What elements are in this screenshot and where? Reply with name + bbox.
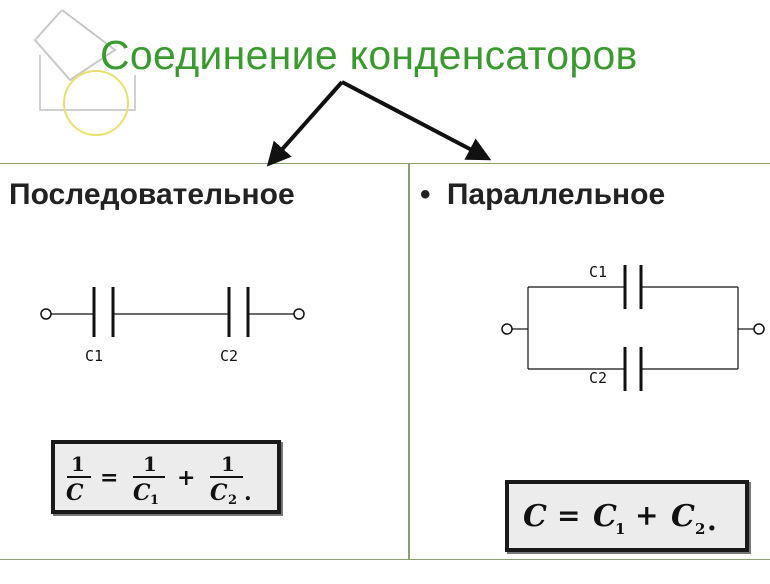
- series-heading: Последовательное: [9, 178, 295, 211]
- c2-label: C2: [220, 347, 238, 365]
- formula-t2-sub: 2: [228, 493, 237, 508]
- terminal-right: [293, 308, 305, 320]
- arrow-right-icon: [341, 80, 492, 161]
- terminal-left: [501, 323, 513, 335]
- formula-t2-num: 1: [221, 452, 235, 476]
- parallel-circuit: C1 C2: [501, 263, 765, 391]
- c2-label: C2: [589, 369, 607, 387]
- formula-lhs-den: C: [66, 480, 84, 506]
- formula-t1-num: 1: [143, 452, 157, 476]
- parallel-heading: • Параллельное: [420, 178, 665, 212]
- formula-t2-den: C: [210, 480, 228, 506]
- series-formula-box: 1 C = 1 C 1 + 1 C 2 .: [51, 440, 281, 514]
- c1-label: C1: [85, 347, 103, 365]
- formula-t1-sub: 1: [615, 520, 625, 538]
- parallel-panel: • Параллельное C1 C2 C = C 1 + C 2 .: [409, 163, 770, 560]
- formula-t2-sub: 2: [695, 520, 705, 538]
- circle-logo-icon: [63, 70, 129, 136]
- c1-label: C1: [589, 263, 607, 281]
- terminal-left: [40, 308, 52, 320]
- formula-eq: =: [557, 499, 580, 532]
- triangle-logo-shadow-icon: [39, 55, 136, 111]
- formula-lhs: C: [523, 499, 547, 534]
- formula-t1: C: [593, 499, 617, 534]
- formula-t1-sub: 1: [150, 493, 159, 508]
- bullet: •: [420, 178, 431, 211]
- formula-plus: +: [635, 499, 658, 532]
- formula-lhs-num: 1: [71, 452, 85, 476]
- logo-graphic: [33, 9, 136, 136]
- formula-end: .: [244, 480, 252, 506]
- formula-t1-den: C: [133, 480, 151, 506]
- formula-eq: =: [100, 465, 118, 491]
- formula-plus: +: [177, 465, 195, 491]
- series-formula: 1 C = 1 C 1 + 1 C 2 .: [66, 452, 252, 508]
- parallel-formula: C = C 1 + C 2 .: [523, 499, 717, 538]
- parallel-formula-box: C = C 1 + C 2 .: [505, 480, 749, 552]
- series-circuit: C1 C2: [40, 287, 305, 365]
- formula-end: .: [707, 504, 717, 537]
- parallel-heading-text: Параллельное: [446, 178, 666, 211]
- arrow-left-icon: [266, 80, 344, 167]
- triangle-logo-icon: [33, 9, 117, 82]
- page-title: Соединение конденсаторов: [100, 32, 638, 78]
- series-panel: Последовательное C1 C2 1 C = 1 C 1 + 1 C…: [0, 163, 409, 560]
- terminal-right: [753, 323, 765, 335]
- formula-t2: C: [671, 499, 695, 534]
